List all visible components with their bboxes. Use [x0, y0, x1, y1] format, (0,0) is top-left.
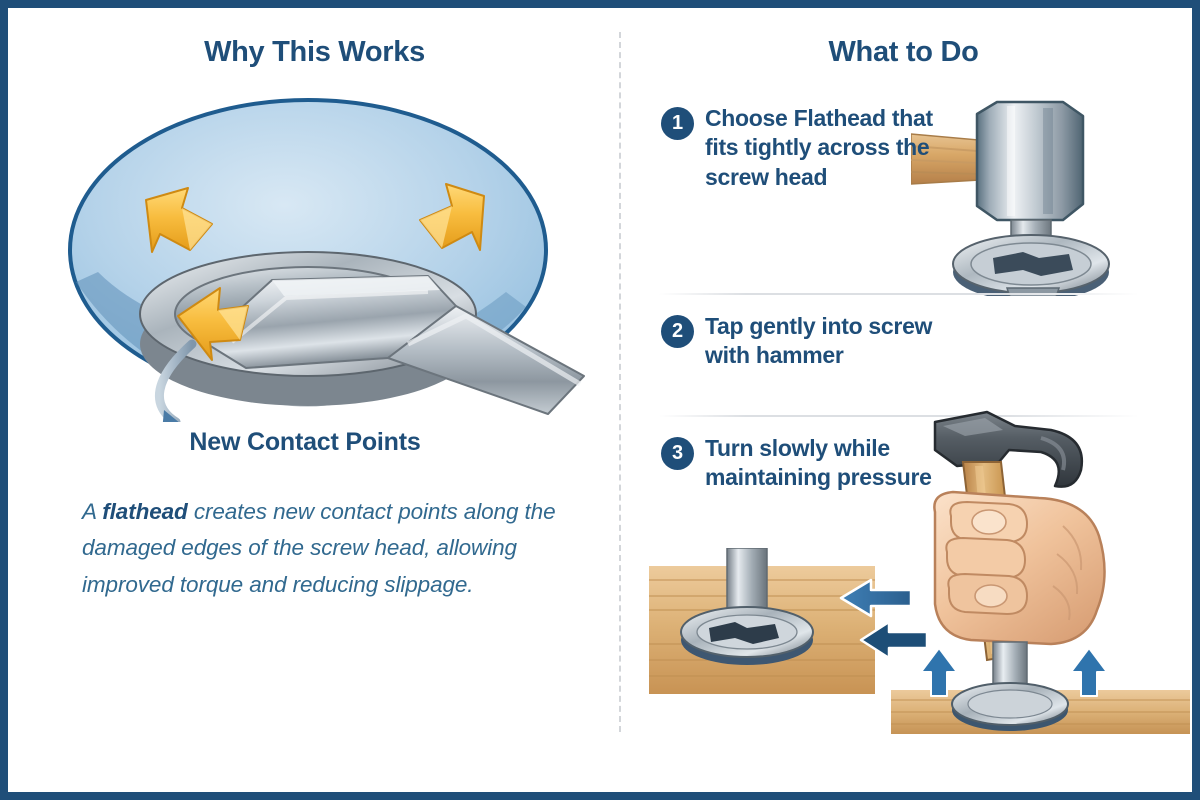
pressure-arrow-lower — [859, 620, 929, 660]
contact-arrow-bottom-left — [177, 287, 249, 361]
step-divider-2 — [659, 415, 1139, 417]
step-divider-1 — [659, 293, 1139, 295]
left-panel: Why This Works — [10, 10, 619, 790]
step-3-illustration — [891, 404, 1190, 734]
step-1-illustration — [910, 96, 1186, 301]
step-1-badge: 1 — [661, 107, 694, 140]
body-lead: A — [82, 499, 103, 524]
left-panel-body-text: A flathead creates new contact points al… — [82, 494, 610, 603]
contact-arrow-top-right — [419, 183, 485, 251]
upward-force-arrow-right — [1070, 647, 1108, 697]
step-2-badge: 2 — [661, 315, 694, 348]
left-panel-title: Why This Works — [204, 36, 425, 68]
step-3-text: Turn slowly while maintaining pressure — [705, 435, 932, 491]
pressure-arrow-upper — [839, 578, 913, 618]
contact-arrow-top-left — [145, 187, 213, 253]
upward-force-arrow-left — [920, 647, 958, 697]
why-this-works-illustration — [36, 92, 596, 432]
step-2-text: Tap gently into screw with hammer — [705, 313, 933, 369]
step-3-badge: 3 — [661, 437, 694, 470]
step-2-illustration — [643, 547, 933, 738]
step-2: 2 Tap gently into screw with hammer — [661, 312, 1181, 371]
right-panel-title: What to Do — [828, 36, 979, 68]
column-divider — [619, 32, 621, 732]
step-1: 1 Choose Flathead that fits tightly acro… — [661, 104, 1181, 192]
infographic-inner-frame: Why This Works — [8, 8, 1192, 792]
body-emphasis: flathead — [102, 499, 188, 524]
step-1-text: Choose Flathead that fits tightly across… — [705, 105, 933, 190]
step-3: 3 Turn slowly while maintaining pressure — [661, 434, 1181, 493]
body-rest: creates new contact points along the dam… — [82, 499, 556, 597]
right-panel: What to Do — [623, 10, 1190, 790]
new-contact-points-caption: New Contact Points — [189, 428, 421, 456]
